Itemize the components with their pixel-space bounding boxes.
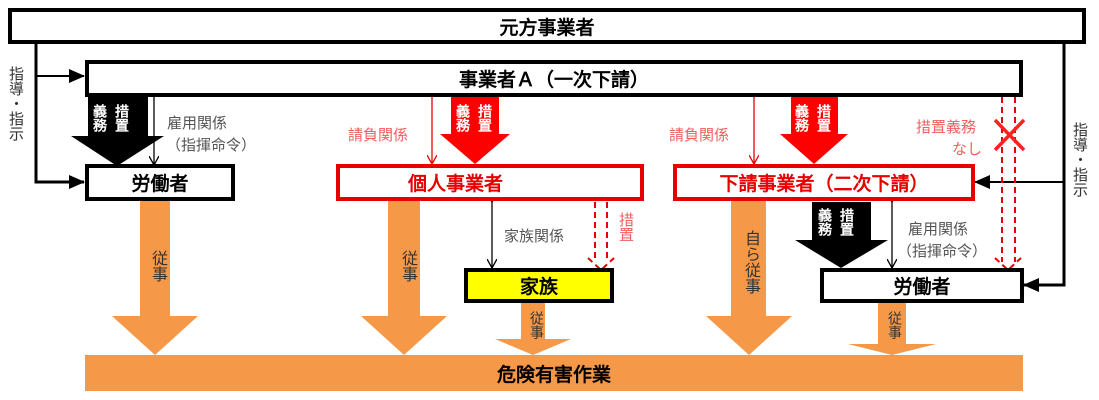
no-obligation-dashed-arrow bbox=[994, 97, 1022, 272]
guidance-label-right: 指導・指示 bbox=[1071, 122, 1089, 197]
duty-black-right-a: 義務 bbox=[816, 208, 832, 236]
engage-arrow-3 bbox=[495, 303, 571, 355]
duty-red-2-b: 措置 bbox=[815, 104, 831, 132]
engage-label-5: 従事 bbox=[886, 311, 902, 339]
individual-business-box: 個人事業者 bbox=[336, 164, 644, 201]
worker-right-label: 労働者 bbox=[893, 276, 951, 298]
engage-label-2: 従事 bbox=[399, 250, 418, 282]
subcontractor-label: 下請事業者（二次下請） bbox=[719, 173, 929, 195]
family-label: 家族 bbox=[519, 276, 558, 298]
contractor-a-label: 事業者Ａ（一次下請） bbox=[458, 69, 649, 91]
family-relation-label: 家族関係 bbox=[504, 227, 565, 245]
duty-black-left-b: 措置 bbox=[113, 104, 129, 132]
no-obligation-label-2: なし bbox=[952, 140, 983, 158]
contract-label-1: 請負関係 bbox=[348, 126, 409, 144]
guidance-label-left: 指導・指示 bbox=[7, 66, 25, 141]
engage-label-3: 従事 bbox=[528, 311, 544, 339]
guidance-line-right bbox=[1023, 42, 1066, 292]
no-obligation-label-1: 措置義務 bbox=[916, 118, 977, 136]
contractor-a-box: 事業者Ａ（一次下請） bbox=[85, 60, 1023, 97]
prime-contractor-label: 元方事業者 bbox=[499, 16, 595, 39]
engage-arrow-2 bbox=[361, 200, 447, 355]
engage-label-1: 従事 bbox=[149, 250, 168, 282]
employment-label-right: 雇用関係 bbox=[908, 220, 969, 238]
employment-label-left: 雇用関係 bbox=[167, 114, 228, 132]
family-box: 家族 bbox=[464, 268, 614, 303]
engage-arrow-5 bbox=[848, 303, 936, 355]
duty-red-1-b: 措置 bbox=[476, 104, 492, 132]
duty-black-left-a: 義務 bbox=[91, 104, 107, 132]
duty-black-right-b: 措置 bbox=[838, 208, 854, 236]
individual-business-label: 個人事業者 bbox=[408, 173, 504, 195]
measure-dashed-arrow bbox=[587, 202, 615, 272]
engage-arrow-4 bbox=[706, 200, 792, 355]
worker-right-box: 労働者 bbox=[820, 268, 1024, 303]
worker-left-box: 労働者 bbox=[85, 164, 235, 201]
duty-red-1-a: 義務 bbox=[454, 104, 470, 132]
duty-red-2-a: 義務 bbox=[793, 104, 809, 132]
hazardous-work-label: 危険有害作業 bbox=[496, 363, 611, 386]
prime-contractor-box: 元方事業者 bbox=[8, 8, 1086, 44]
contract-label-2: 請負関係 bbox=[669, 126, 730, 144]
cross-mark-icon bbox=[993, 118, 1026, 152]
guidance-line-left bbox=[34, 42, 85, 189]
hazardous-work-box: 危険有害作業 bbox=[85, 355, 1023, 391]
hazardous-work-bar bbox=[85, 355, 1023, 391]
obligation-arrow-red-1 bbox=[440, 97, 510, 164]
obligation-arrow-red-2 bbox=[780, 97, 848, 164]
worker-left-label: 労働者 bbox=[131, 173, 189, 195]
obligation-arrow-black-right bbox=[795, 202, 888, 268]
engage-arrow-1 bbox=[112, 200, 198, 355]
engage-self-label: 自ら従事 bbox=[742, 230, 761, 294]
measure-label: 措置 bbox=[617, 212, 635, 242]
command-label-right: （指揮命令） bbox=[897, 242, 988, 260]
obligation-arrow-black-left bbox=[71, 97, 164, 166]
subcontractor-box: 下請事業者（二次下請） bbox=[673, 164, 975, 201]
command-label-left: （指揮命令） bbox=[166, 136, 257, 154]
